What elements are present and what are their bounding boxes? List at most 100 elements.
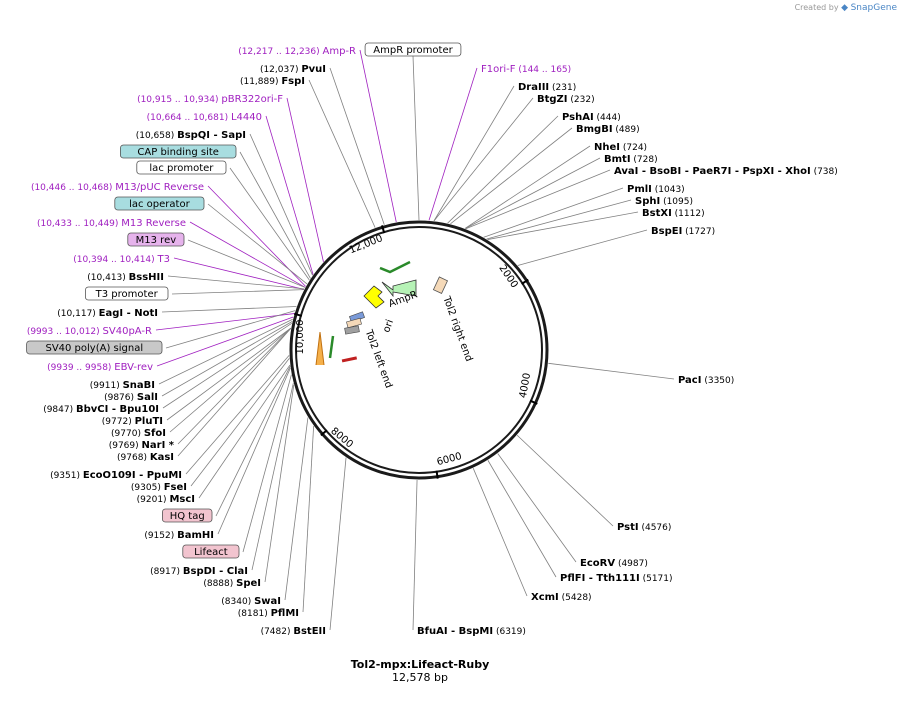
connector-t3 — [173, 257, 305, 290]
site-coord: (9993 .. 10,012) — [27, 327, 103, 337]
connector-swai — [284, 417, 309, 601]
site-name: DraIII — [518, 82, 549, 93]
site-text-draiii: DraIII (231) — [518, 82, 576, 93]
connector-spei — [264, 384, 295, 583]
feature-label-tol2-right-end: Tol2 right end — [440, 294, 474, 363]
site-text-spei: (8888) SpeI — [203, 578, 261, 589]
feature-name-lac-promoter: lac promoter — [149, 163, 214, 174]
site-coord: (10,915 .. 10,934) — [137, 95, 221, 105]
label-fsei: (9305) FseI — [131, 482, 187, 493]
connector-fspi — [308, 79, 376, 228]
tick-mark — [293, 312, 303, 317]
site-name: BamHI — [177, 530, 214, 541]
site-coord: (9939 .. 9958) — [47, 363, 114, 373]
label-bspdi-clai: (8917) BspDI - ClaI — [150, 566, 248, 577]
site-name: F1ori-F — [481, 64, 516, 75]
site-coord: (5171) — [640, 574, 673, 584]
site-coord: (10,394 .. 10,414) — [73, 255, 157, 265]
site-name: BstXI — [642, 208, 672, 219]
label-pshai: PshAI (444) — [562, 112, 621, 123]
site-coord: (8888) — [203, 579, 236, 589]
site-name: NheI — [594, 142, 620, 153]
connector-pshai — [447, 115, 559, 224]
site-coord: (728) — [631, 155, 658, 165]
connector-pbr322ori-f — [286, 97, 324, 262]
feature-box-t3-promoter — [85, 286, 169, 301]
connector-pflfi-tth111i — [487, 460, 557, 578]
site-name: SnaBI — [123, 380, 155, 391]
site-coord: (10,433 .. 10,449) — [37, 219, 121, 229]
feature-name-lac-operator: lac operator — [129, 199, 190, 210]
site-name: Amp-R — [323, 46, 357, 57]
sv40-block — [344, 325, 360, 335]
connector-avai-group — [465, 169, 611, 230]
site-name: BmgBI — [576, 124, 613, 135]
site-text-bfuai-bspmi: BfuAI - BspMI (6319) — [417, 626, 526, 637]
label-btgzi: BtgZI (232) — [537, 94, 595, 105]
label-avai-group: AvaI - BsoBI - PaeR7I - PspXI - XhoI (73… — [614, 166, 838, 177]
site-name: BspDI — [183, 566, 216, 577]
site-text-pshai: PshAI (444) — [562, 112, 621, 123]
site-text-f1ori-f: F1ori-F (144 .. 165) — [481, 64, 571, 75]
site-name-2: - NotI — [123, 308, 158, 319]
plasmid-name: Tol2-mpx:Lifeact-Ruby — [350, 658, 490, 671]
label-amp-r: (12,217 .. 12,236) Amp-R — [238, 46, 356, 57]
site-text-psti: PstI (4576) — [617, 522, 671, 533]
connector-m13-rev — [187, 239, 306, 288]
connector-sphi — [486, 199, 632, 240]
label-nari: (9769) NarI * — [109, 440, 175, 451]
site-coord: (10,446 .. 10,468) — [31, 183, 115, 193]
connector-pvui — [329, 67, 385, 225]
site-text-paci: PacI (3350) — [678, 375, 734, 386]
connector-bamhi — [217, 368, 291, 535]
site-name: L4440 — [231, 112, 262, 123]
site-text-bsshii: (10,413) BssHII — [87, 272, 164, 283]
site-coord: (12,037) — [260, 65, 301, 75]
connector-pflmi — [302, 426, 315, 613]
lifeact-arrow — [315, 331, 325, 366]
feature-box-ampr-promoter — [364, 42, 462, 57]
site-text-pbr322ori-f: (10,915 .. 10,934) pBR322ori-F — [137, 94, 283, 105]
site-text-xcmi: XcmI (5428) — [531, 592, 592, 603]
label-ecoo109i-ppumi: (9351) EcoO109I - PpuMI — [50, 470, 182, 481]
connector-ecorv — [497, 453, 577, 563]
label-t3: (10,394 .. 10,414) T3 — [73, 254, 170, 265]
connector-btgzi — [433, 97, 534, 222]
site-coord: (4576) — [639, 523, 672, 533]
site-name: PvuI — [301, 64, 326, 75]
site-coord: (8181) — [238, 609, 271, 619]
site-name: SphI — [635, 196, 660, 207]
site-text-pflmi: (8181) PflMI — [238, 608, 299, 619]
site-name: EBV-rev — [114, 362, 153, 373]
backbone-inner-ring — [295, 226, 543, 474]
site-name-2: - SapI — [210, 130, 246, 141]
label-sv40-polya-signal: SV40 poly(A) signal — [26, 340, 163, 355]
connector-bstxi — [487, 211, 639, 240]
label-cap-binding-site: CAP binding site — [120, 144, 237, 159]
site-text-swai: (8340) SwaI — [221, 596, 281, 607]
site-name: M13 Reverse — [121, 218, 186, 229]
connector-lac-operator — [207, 203, 308, 285]
site-text-sv40pa-r: (9993 .. 10,012) SV40pA-R — [27, 326, 152, 337]
site-name-2: - ClaI — [216, 566, 248, 577]
site-text-sphi: SphI (1095) — [635, 196, 693, 207]
site-coord: (1095) — [660, 197, 693, 207]
label-bspei: BspEI (1727) — [651, 226, 715, 237]
label-psti: PstI (4576) — [617, 522, 671, 533]
site-text-ecoo109i-ppumi: (9351) EcoO109I - PpuMI — [50, 470, 182, 481]
site-coord: (724) — [620, 143, 647, 153]
site-name: FspI — [281, 76, 305, 87]
site-text-msci: (9201) MscI — [137, 494, 195, 505]
label-lac-operator: lac operator — [114, 196, 205, 211]
site-text-fsei: (9305) FseI — [131, 482, 187, 493]
connector-lifeact — [242, 374, 292, 553]
connector-lines — [155, 49, 675, 631]
site-text-nhei: NheI (724) — [594, 142, 647, 153]
site-name: T3 — [157, 254, 170, 265]
site-coord: (9305) — [131, 483, 164, 493]
site-name: FseI — [164, 482, 187, 493]
label-pflfi-tth111i: PflFI - Tth111I (5171) — [560, 573, 673, 584]
plasmid-size: 12,578 bp — [392, 671, 448, 684]
label-m13-rev: M13 rev — [127, 232, 185, 247]
